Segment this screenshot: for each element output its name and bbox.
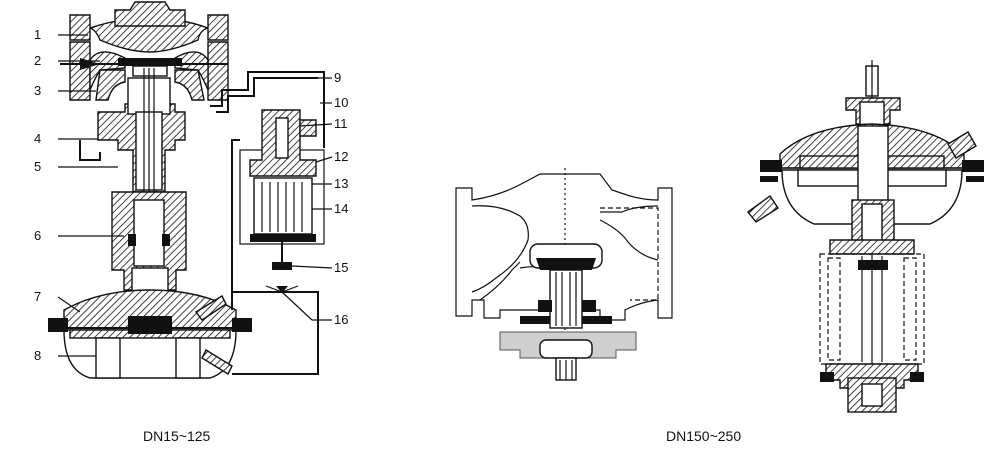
part-label-16: 16 <box>334 312 348 327</box>
part-label-9: 9 <box>334 70 341 85</box>
leader-lines <box>57 34 333 357</box>
figure-dn150-250 <box>746 60 984 413</box>
part-label-6: 6 <box>34 228 41 243</box>
valve-body <box>60 1 229 101</box>
yoke <box>111 191 187 298</box>
part-label-3: 3 <box>34 83 41 98</box>
part-label-8: 8 <box>34 348 41 363</box>
part-label-2: 2 <box>34 53 41 68</box>
part-label-5: 5 <box>34 159 41 174</box>
caption-dn15-125: DN15~125 <box>143 428 211 444</box>
control-pipework <box>79 71 325 375</box>
part-label-12: 12 <box>334 149 348 164</box>
part-label-13: 13 <box>334 176 348 191</box>
figure-dn15-125: 1 2 3 4 5 6 7 8 9 10 11 12 13 14 15 16 <box>34 1 348 379</box>
part-labels: 1 2 3 4 5 6 7 8 9 10 11 12 13 14 15 16 <box>34 27 348 363</box>
pilot-regulator <box>239 109 325 293</box>
part-label-7: 7 <box>34 289 41 304</box>
caption-dn150-250: DN150~250 <box>666 428 741 444</box>
part-label-14: 14 <box>334 201 348 216</box>
figure-valve-body <box>455 168 673 381</box>
part-label-1: 1 <box>34 27 41 42</box>
diaphragm-actuator <box>48 289 252 379</box>
part-label-11: 11 <box>334 116 348 131</box>
part-label-10: 10 <box>334 95 348 110</box>
part-label-4: 4 <box>34 131 41 146</box>
part-label-15: 15 <box>334 260 348 275</box>
